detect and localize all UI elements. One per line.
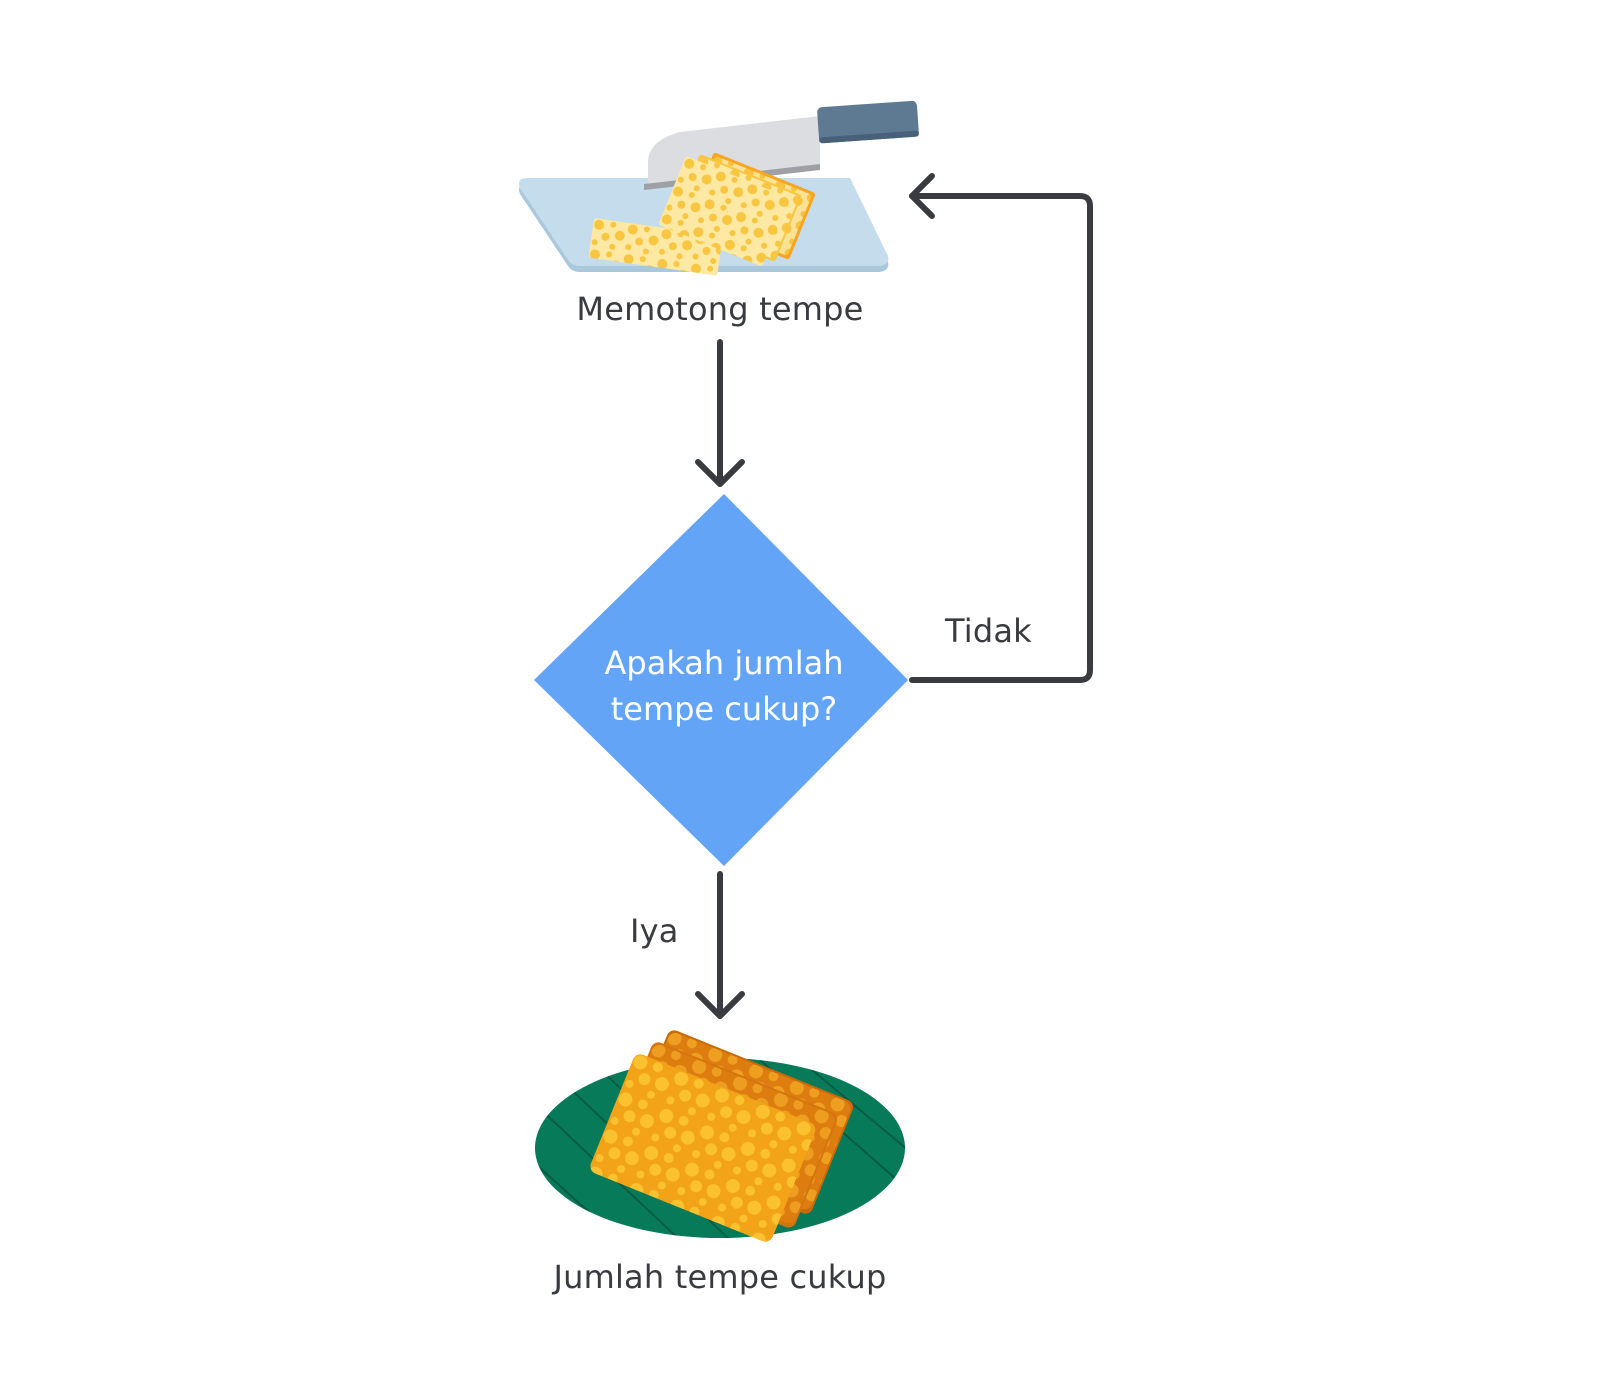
arrow-yes-to-done bbox=[695, 871, 745, 1019]
decision-question: Apakah jumlah tempe cukup? bbox=[605, 640, 844, 732]
arrow-no-loop-back bbox=[909, 173, 1093, 683]
decision-question-line-2: tempe cukup? bbox=[610, 690, 838, 728]
arrow-cut-to-decision bbox=[695, 339, 745, 487]
step-label-cutting: Memotong tempe bbox=[576, 290, 864, 328]
decision-diamond bbox=[534, 494, 908, 866]
cutting-tempe-illustration bbox=[519, 100, 919, 276]
decision-question-line-1: Apakah jumlah bbox=[604, 644, 844, 682]
fried-tempe-illustration bbox=[535, 1030, 905, 1242]
step-label-done: Jumlah tempe cukup bbox=[553, 1258, 887, 1296]
fried-tempe-front bbox=[590, 1054, 816, 1242]
branch-label-yes: Iya bbox=[630, 912, 679, 950]
tempe-slice-stack bbox=[659, 152, 816, 266]
branch-label-no: Tidak bbox=[945, 612, 1032, 650]
